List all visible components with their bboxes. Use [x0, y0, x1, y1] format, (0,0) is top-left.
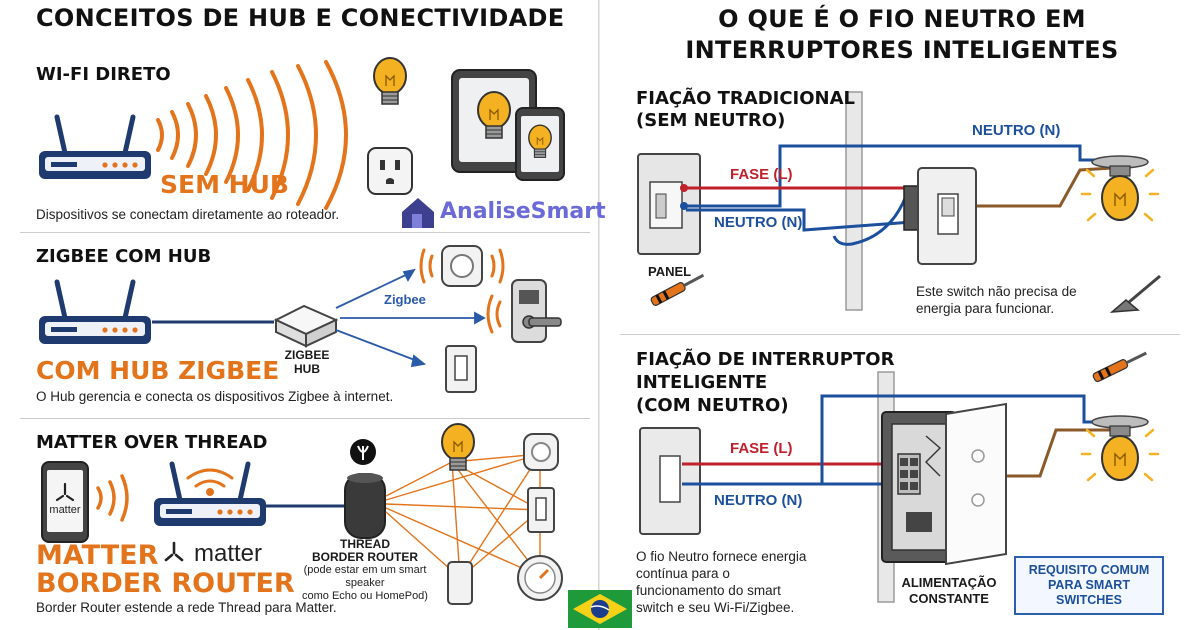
zigbee-caption: O Hub gerencia e conecta os dispositivos…: [36, 389, 394, 404]
smart-heading: FIAÇÃO DE INTERRUPTOR INTELIGENTE (COM N…: [636, 348, 894, 417]
smart-phase-label: FASE (L): [730, 440, 793, 457]
zigbee-link-label: Zigbee: [384, 292, 426, 307]
smart-touch-panel-icon: [945, 402, 1007, 566]
matter-bulb-icon: [441, 423, 475, 471]
smart-load-wire: [1000, 428, 1110, 478]
zigbee-badge: COM HUB ZIGBEE: [36, 356, 280, 385]
traditional-heading: FIAÇÃO TRADICIONAL (SEM NEUTRO): [636, 88, 855, 132]
panel-icon: [637, 153, 701, 255]
thread-router-label: THREAD BORDER ROUTER (pode estar em um s…: [284, 538, 446, 603]
traditional-neutral-top-label: NEUTRO (N): [972, 122, 1061, 139]
smart-screwdriver-icon: [1090, 347, 1150, 384]
smart-note: O fio Neutro fornece energia contínua pa…: [636, 548, 806, 616]
router-note-2: como Echo ou HomePod): [302, 590, 428, 602]
matter-phone-logo: matter: [49, 504, 81, 516]
traditional-neutral-label: NEUTRO (N): [714, 214, 803, 231]
traditional-switch-icon: [903, 167, 977, 265]
zigbee-heading: ZIGBEE COM HUB: [36, 246, 212, 267]
wifi-caption: Dispositivos se conectam diretamente ao …: [36, 207, 340, 222]
smart-ceiling-bulb-icon: [1080, 414, 1160, 482]
matter-badge-logo: matter: [194, 540, 263, 567]
right-title: O QUE É O FIO NEUTRO EM INTERRUPTORES IN…: [612, 4, 1192, 66]
smart-note-1: O fio Neutro fornece energia: [636, 549, 807, 564]
smart-neutral-label: NEUTRO (N): [714, 492, 803, 509]
smart-note-4: switch e seu Wi-Fi/Zigbee.: [636, 600, 795, 615]
zigbee-hub-label: ZIGBEE HUB: [282, 348, 332, 376]
smart-panel-icon: [639, 427, 701, 535]
brazil-flag-icon: [568, 590, 632, 628]
zigbee-links: [335, 268, 486, 368]
traditional-note-1: Este switch não precisa de: [916, 284, 1077, 299]
traditional-note: Este switch não precisa de energia para …: [916, 283, 1077, 317]
req-3: SWITCHES: [1056, 593, 1122, 607]
zigbee-hub-label-2: HUB: [294, 362, 320, 376]
smart-note-3: funcionamento do smart: [636, 583, 781, 598]
wire-stripper-icon: [1109, 274, 1161, 313]
phone-icon: [515, 107, 565, 181]
neutral-wire-top: [686, 144, 1118, 208]
wifi-badge: SEM HUB: [160, 170, 289, 199]
matter-heading: MATTER OVER THREAD: [36, 432, 268, 453]
watermark-text: AnaliseSmart: [440, 199, 606, 224]
power-label-1: ALIMENTAÇÃO: [901, 575, 997, 590]
matter-badge-logo-icon: [164, 541, 184, 562]
ceiling-bulb-icon: [1080, 154, 1160, 222]
panel-label: PANEL: [648, 264, 692, 279]
bulb-icon: [373, 57, 407, 105]
traditional-phase-label: FASE (L): [730, 166, 793, 183]
power-label: ALIMENTAÇÃO CONSTANTE: [886, 575, 1012, 607]
router-wifi-icon: [186, 468, 234, 496]
router-note-1: (pode estar em um smart speaker: [303, 564, 427, 589]
traditional-heading-1: FIAÇÃO TRADICIONAL: [636, 88, 856, 109]
requirement-box: REQUISITO COMUM PARA SMART SWITCHES: [1014, 556, 1164, 615]
zigbee-hub-label-1: ZIGBEE: [284, 348, 330, 362]
wifi-router-icon: [39, 117, 151, 179]
router-label-1: THREAD: [340, 537, 390, 551]
matter-remote-icon: [447, 561, 473, 605]
req-1: REQUISITO COMUM: [1028, 563, 1150, 577]
house-logo-icon: [402, 198, 434, 228]
wifi-heading: WI-FI DIRETO: [36, 64, 171, 85]
matter-badge-1: MATTER: [36, 540, 159, 571]
motion-sensor-icon: [419, 245, 505, 287]
smart-heading-2: INTELIGENTE: [636, 372, 768, 393]
traditional-note-2: energia para funcionar.: [916, 301, 1055, 316]
smart-lock-icon: [486, 279, 562, 343]
power-label-2: CONSTANTE: [909, 591, 989, 606]
right-title-1: O QUE É O FIO NEUTRO EM: [718, 5, 1086, 33]
matter-caption: Border Router estende a rede Thread para…: [36, 600, 337, 615]
neutral-wire: [686, 208, 913, 232]
matter-phone-icon: [41, 461, 89, 543]
left-title: CONCEITOS DE HUB E CONECTIVIDADE: [36, 4, 565, 32]
router-label-2: BORDER ROUTER: [311, 550, 418, 564]
req-2: PARA SMART: [1048, 578, 1130, 592]
smart-switch-module-icon: [881, 411, 957, 563]
load-wire: [976, 166, 1113, 208]
matter-badge-2: BORDER ROUTER: [36, 568, 295, 599]
traditional-heading-2: (SEM NEUTRO): [636, 110, 786, 131]
smart-note-2: contínua para o: [636, 566, 730, 581]
matter-sensor-icon: [523, 433, 559, 471]
smart-heading-1: FIAÇÃO DE INTERRUPTOR: [636, 349, 895, 370]
matter-switch-icon: [527, 487, 555, 533]
smart-speaker-icon: [344, 439, 386, 539]
zigbee-hub-icon: [273, 304, 339, 348]
wall-switch-icon: [445, 345, 477, 393]
wifi-waves-icon: [156, 60, 348, 210]
zigbee-router-icon: [39, 282, 151, 344]
smart-plug-icon: [367, 147, 413, 195]
matter-thermostat-icon: [517, 555, 563, 601]
matter-waves-icon: [96, 474, 129, 522]
smart-heading-3: (COM NEUTRO): [636, 395, 789, 416]
right-title-2: INTERRUPTORES INTELIGENTES: [685, 36, 1119, 64]
